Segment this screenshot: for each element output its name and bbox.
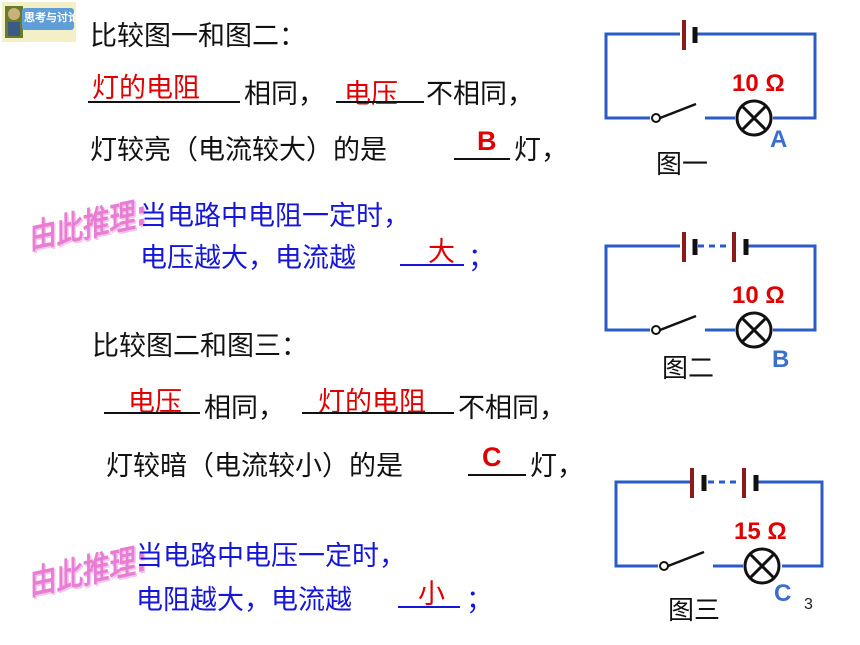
lamp-label: B	[772, 346, 790, 373]
lamp-icon	[735, 99, 773, 137]
blank-underline	[302, 412, 454, 414]
section1-inference-line1: 当电路中电阻一定时，	[140, 201, 410, 232]
circuit-diagram	[604, 232, 817, 349]
section2-inference-line1: 当电路中电压一定时，	[136, 541, 406, 572]
section1-inference-answer: 大	[428, 237, 455, 268]
inference-label: 由此推理:	[30, 539, 147, 604]
lamp-icon	[743, 547, 781, 585]
section1-brighter-text: 灯较亮（电流较大）的是	[90, 135, 387, 166]
blank-underline	[398, 606, 460, 608]
section1-answer-resistance: 灯的电阻	[92, 73, 200, 104]
section2-inference-answer: 小	[418, 579, 445, 610]
inference-label: 由此推理:	[30, 193, 147, 258]
figure-caption: 图二	[662, 354, 715, 384]
resistance-label: 10 Ω	[732, 282, 785, 309]
section2-heading: 比较图二和图三：	[92, 331, 308, 362]
switch-contact	[659, 561, 669, 571]
section1-same-text: 相同，	[244, 79, 325, 110]
lamp-label: C	[774, 580, 792, 607]
section1-inference-end: ；	[468, 243, 495, 274]
logo: 思考与讨论	[2, 2, 79, 42]
figure-caption: 图一	[656, 150, 709, 180]
blank-underline	[400, 264, 464, 266]
section1-answer-voltage: 电压	[344, 79, 398, 110]
blank-underline	[104, 412, 200, 414]
circuit-figure-3: 15 Ω C 图三	[610, 452, 840, 632]
circuit-diagram	[614, 468, 824, 585]
section1-heading: 比较图一和图二：	[90, 21, 306, 52]
section2-dimmer-text: 灯较暗（电流较小）的是	[106, 451, 403, 482]
section2-answer-lamp: C	[482, 442, 502, 472]
section1-inference-line2: 电压越大，电流越	[140, 243, 356, 274]
circuit-figure-1: 10 Ω A 图一	[600, 8, 830, 180]
blank-underline	[336, 101, 424, 103]
logo-text: 思考与讨论	[24, 11, 79, 24]
logo-graphic	[2, 2, 76, 42]
lamp-label: A	[770, 126, 788, 153]
figure-caption: 图三	[668, 596, 721, 626]
circuit-diagram	[604, 20, 817, 137]
section2-inference-end: ；	[466, 585, 493, 616]
page-number: 3	[804, 596, 813, 613]
resistance-label: 10 Ω	[732, 70, 785, 97]
section2-different-text: 不相同，	[458, 393, 566, 424]
section1-lamp-text: 灯，	[514, 135, 568, 166]
switch-contact	[651, 113, 661, 123]
blank-underline	[88, 101, 240, 103]
switch-contact	[651, 325, 661, 335]
section2-same-text: 相同，	[204, 393, 285, 424]
resistance-label: 15 Ω	[734, 518, 787, 545]
section2-lamp-text: 灯，	[530, 451, 584, 482]
circuit-figure-2: 10 Ω B 图二	[600, 222, 830, 392]
blank-underline	[454, 158, 510, 160]
section1-different-text: 不相同，	[426, 79, 534, 110]
section1-answer-lamp: B	[477, 126, 497, 156]
section2-inference-line2: 电阻越大，电流越	[136, 585, 352, 616]
lamp-icon	[735, 311, 773, 349]
blank-underline	[468, 474, 526, 476]
